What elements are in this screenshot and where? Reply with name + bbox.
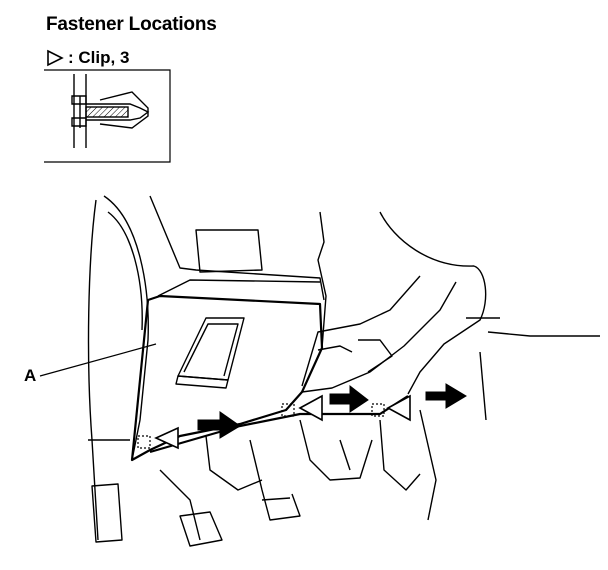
inset-border <box>44 69 171 163</box>
arrow-right-icon <box>197 411 241 439</box>
triangle-outline-icon <box>298 394 323 422</box>
callout-a-leader <box>39 343 157 377</box>
legend-label: : Clip, 3 <box>68 48 130 67</box>
clip-triangles <box>154 394 411 450</box>
triangle-outline-icon <box>154 426 179 450</box>
clip-detail-inset <box>44 69 171 163</box>
clip-marker <box>281 403 295 417</box>
diagram-title: Fastener Locations <box>46 14 217 35</box>
triangle-outline-icon <box>386 394 411 422</box>
removal-direction-arrows <box>197 383 467 439</box>
clip-marker <box>137 435 151 449</box>
arrow-right-icon <box>425 383 467 409</box>
clip-marker <box>371 403 385 417</box>
dashboard-lower-panel <box>87 195 600 547</box>
clip-location-markers <box>137 403 385 449</box>
legend: : Clip, 3 <box>46 48 129 68</box>
arrow-right-icon <box>329 384 369 413</box>
triangle-outline-icon <box>47 49 64 67</box>
callout-label-a: A <box>24 366 37 385</box>
